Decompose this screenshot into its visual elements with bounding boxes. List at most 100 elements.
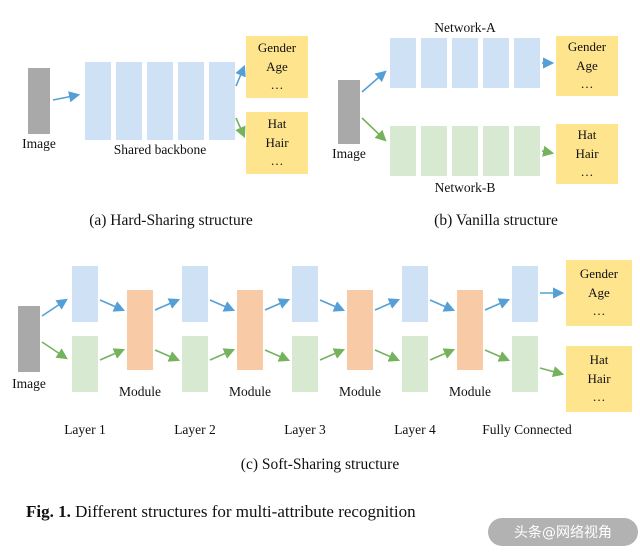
arrow-icon	[484, 298, 511, 311]
output-line: Hat	[577, 126, 597, 142]
panel-c-module2-label: Module	[229, 384, 271, 399]
arrow-b-image-to-network-b-icon	[361, 117, 387, 142]
panel-b-network-b-label: Network-B	[434, 180, 496, 195]
arrow-icon	[374, 349, 401, 362]
panel-c-module4-label: Module	[449, 384, 491, 399]
output-line: Age	[576, 57, 598, 73]
arrow-icon	[264, 298, 291, 311]
panel-b-output-gender-age: Gender Age …	[556, 36, 618, 96]
figure-caption-text: Different structures for multi-attribute…	[70, 502, 416, 521]
arrow-icon	[319, 348, 346, 361]
panel-b-network-b-block	[452, 126, 478, 176]
arrow-icon	[264, 349, 291, 362]
panel-b-network-a-block	[452, 38, 478, 88]
output-line: Hair	[265, 134, 289, 150]
arrow-a-to-hat-icon	[235, 117, 246, 139]
panel-c-fc-blue-block	[512, 266, 538, 322]
figure-caption-prefix: Fig. 1.	[26, 502, 71, 521]
panel-c-layer2-label: Layer 2	[174, 422, 216, 437]
panel-c-module2-block	[237, 290, 263, 370]
arrow-icon	[154, 298, 181, 311]
panel-a-backbone-block	[147, 62, 173, 140]
arrow-c-image-to-blue-icon	[41, 298, 68, 317]
arrow-icon	[209, 299, 236, 312]
panel-a-output-gender-age: Gender Age …	[246, 36, 308, 98]
panel-b-network-a-block	[390, 38, 416, 88]
panel-a-backbone-label: Shared backbone	[113, 142, 207, 157]
panel-c-layer4-blue-block	[402, 266, 428, 322]
panel-c-caption: (c) Soft-Sharing structure	[240, 456, 400, 473]
panel-b-network-a-block	[483, 38, 509, 88]
arrow-icon	[154, 349, 181, 362]
arrow-c-to-hat-icon	[539, 366, 565, 378]
output-line: Age	[588, 284, 610, 300]
output-line: …	[580, 76, 594, 92]
output-line: …	[270, 153, 284, 169]
arrow-icon	[99, 348, 126, 361]
arrow-icon	[429, 348, 456, 361]
panel-b-network-b-block	[390, 126, 416, 176]
panel-a-backbone-block	[209, 62, 235, 140]
output-line: Gender	[257, 39, 297, 55]
watermark-text: 头条@网络视角	[514, 525, 612, 541]
panel-c-layer3-blue-block	[292, 266, 318, 322]
arrow-c-image-to-green-icon	[41, 341, 68, 360]
arrow-icon	[484, 349, 511, 362]
panel-c-image-label: Image	[12, 376, 46, 391]
panel-c-layer2-green-block	[182, 336, 208, 392]
panel-b-network-b-block	[421, 126, 447, 176]
arrow-b-to-hat-icon	[541, 145, 555, 157]
panel-c-fc-label: Fully Connected	[482, 422, 572, 437]
arrow-icon	[319, 299, 346, 312]
panel-a-backbone-block	[178, 62, 204, 140]
panel-c-fc-green-block	[512, 336, 538, 392]
panel-c-module4-block	[457, 290, 483, 370]
output-line: Hat	[267, 115, 287, 131]
output-line: Gender	[579, 265, 619, 281]
panel-c-output-gender-age: Gender Age …	[566, 260, 632, 326]
panel-b-network-a-label: Network-A	[434, 20, 496, 35]
panel-c-module1-block	[127, 290, 153, 370]
panel-c-module3-block	[347, 290, 373, 370]
panel-c-module3-label: Module	[339, 384, 381, 399]
panel-c-layer1-label: Layer 1	[64, 422, 106, 437]
output-line: Hair	[587, 370, 611, 386]
panel-a-backbone-block	[85, 62, 111, 140]
arrow-icon	[209, 348, 236, 361]
panel-c-output-hat-hair: Hat Hair …	[566, 346, 632, 412]
arrow-a-to-gender-icon	[235, 64, 246, 87]
output-line: …	[592, 303, 606, 319]
panel-a-backbone-block	[116, 62, 142, 140]
panel-b-caption: (b) Vanilla structure	[434, 212, 558, 229]
panel-c-layer2-blue-block	[182, 266, 208, 322]
panel-c-layer1-blue-block	[72, 266, 98, 322]
panel-b-network-b-block	[483, 126, 509, 176]
arrow-a-image-to-backbone-icon	[52, 91, 81, 103]
panel-b-network-b-block	[514, 126, 540, 176]
output-line: Hair	[575, 145, 599, 161]
watermark-badge: 头条@网络视角	[488, 518, 638, 546]
panel-b-output-hat-hair: Hat Hair …	[556, 124, 618, 184]
panel-c-layer4-green-block	[402, 336, 428, 392]
panel-a-image-block	[28, 68, 50, 134]
arrow-icon	[374, 298, 401, 311]
panel-c-module1-label: Module	[119, 384, 161, 399]
arrow-icon	[429, 299, 456, 312]
output-line: Age	[266, 58, 288, 74]
panel-b-image-label: Image	[332, 146, 366, 161]
panel-a-image-label: Image	[22, 136, 56, 151]
figure-caption: Fig. 1. Different structures for multi-a…	[26, 502, 632, 522]
panel-c-layer3-green-block	[292, 336, 318, 392]
panel-c-image-block	[18, 306, 40, 372]
panel-a-output-hat-hair: Hat Hair …	[246, 112, 308, 174]
panel-c-layer4-label: Layer 4	[394, 422, 436, 437]
arrow-b-image-to-network-a-icon	[361, 70, 387, 93]
panel-b-network-a-block	[421, 38, 447, 88]
output-line: Hat	[589, 351, 609, 367]
panel-a-caption: (a) Hard-Sharing structure	[89, 212, 253, 229]
arrow-icon	[99, 299, 126, 312]
output-line: Gender	[567, 38, 607, 54]
panel-c-layer1-green-block	[72, 336, 98, 392]
panel-b-network-a-block	[514, 38, 540, 88]
